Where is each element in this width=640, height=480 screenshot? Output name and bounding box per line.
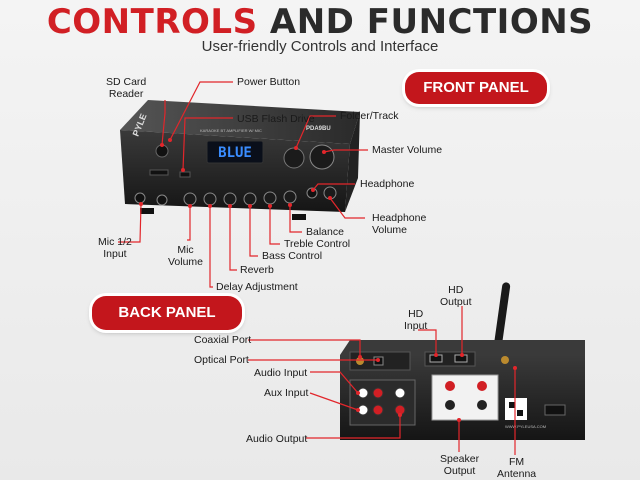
label-aux-input: Aux Input bbox=[264, 387, 309, 399]
front-leader-lines bbox=[118, 81, 368, 288]
reverb-knob[interactable] bbox=[223, 192, 237, 206]
back-panel-badge: BACK PANEL bbox=[92, 296, 242, 330]
coaxial-port[interactable] bbox=[356, 357, 364, 365]
usb-port[interactable] bbox=[179, 171, 191, 178]
qr-code-mark bbox=[517, 410, 523, 416]
label-headphone: Headphone bbox=[360, 178, 415, 190]
speaker-terminal-block bbox=[431, 374, 499, 421]
speaker-neg-l[interactable] bbox=[445, 400, 455, 410]
audio-io-block bbox=[349, 379, 416, 426]
label-headphone-volume: Headphone Volume bbox=[372, 212, 427, 236]
label-speaker-output: Speaker Output bbox=[440, 453, 480, 477]
label-balance: Balance bbox=[306, 226, 344, 238]
label-audio-input: Audio Input bbox=[254, 367, 308, 379]
label-folder-track: Folder/Track bbox=[340, 110, 399, 122]
title-and-functions: AND FUNCTIONS bbox=[269, 2, 594, 42]
speaker-pos-l[interactable] bbox=[445, 381, 455, 391]
delay-knob[interactable] bbox=[203, 192, 217, 206]
speaker-neg-r[interactable] bbox=[477, 400, 487, 410]
mic-volume-knob[interactable] bbox=[183, 192, 197, 206]
label-fm-antenna: FM Antenna bbox=[497, 456, 537, 480]
label-bass-control: Bass Control bbox=[262, 250, 323, 262]
rear-power-switch[interactable] bbox=[544, 404, 566, 416]
label-delay-adjustment: Delay Adjustment bbox=[216, 281, 298, 293]
qr-code-mark bbox=[509, 402, 515, 408]
fm-antenna-port[interactable] bbox=[501, 356, 509, 364]
front-caption: KARAOKE BT AMPLIFIER W/ MIC bbox=[200, 128, 262, 133]
sd-slot[interactable] bbox=[149, 169, 169, 176]
aux-input-red[interactable] bbox=[372, 404, 384, 416]
treble-knob[interactable] bbox=[263, 191, 277, 205]
speaker-pos-r[interactable] bbox=[477, 381, 487, 391]
master-volume-knob[interactable] bbox=[309, 144, 335, 170]
back-leader-lines bbox=[248, 306, 516, 455]
amp-foot-left bbox=[140, 208, 154, 214]
title-controls: CONTROLS bbox=[46, 2, 258, 42]
front-panel-badge: FRONT PANEL bbox=[405, 72, 547, 104]
label-power-button: Power Button bbox=[237, 76, 301, 88]
label-coaxial-port: Coaxial Port bbox=[194, 334, 252, 346]
amp-display bbox=[206, 140, 264, 164]
audio-output-white[interactable] bbox=[394, 387, 406, 399]
back-leader-dots bbox=[356, 353, 517, 422]
display-text: BLUE bbox=[218, 145, 252, 161]
amp-top bbox=[120, 100, 360, 144]
label-master-volume: Master Volume bbox=[372, 144, 443, 156]
folder-track-knob[interactable] bbox=[283, 147, 305, 169]
balance-knob[interactable] bbox=[283, 190, 297, 204]
mic2-jack[interactable] bbox=[156, 194, 168, 206]
amp-side bbox=[345, 112, 360, 212]
label-hd-output: HD Output bbox=[440, 284, 472, 308]
label-audio-output: Audio Output bbox=[246, 433, 308, 445]
bass-knob[interactable] bbox=[243, 192, 257, 206]
qr-code bbox=[505, 398, 527, 420]
label-mic-volume: Mic Volume bbox=[168, 244, 204, 268]
label-reverb: Reverb bbox=[240, 264, 274, 276]
front-amplifier: BLUE PYLE PDA9BU KARAOKE BT AMPLIFIER W/… bbox=[120, 100, 360, 220]
label-mic-input: Mic 1/2 Input bbox=[98, 236, 132, 260]
label-sd-card-reader: SD Card Reader bbox=[106, 76, 147, 100]
model-text: PDA9BU bbox=[306, 126, 331, 132]
page-subtitle: User-friendly Controls and Interface bbox=[201, 38, 439, 55]
label-usb-flash-drive: USB Flash Drive bbox=[237, 113, 315, 125]
page-title: CONTROLS AND FUNCTIONS bbox=[0, 2, 640, 42]
audio-input-red[interactable] bbox=[372, 387, 384, 399]
label-treble-control: Treble Control bbox=[284, 238, 351, 250]
back-caption: WWW.PYLEUSA.COM bbox=[505, 424, 546, 429]
label-optical-port: Optical Port bbox=[194, 354, 249, 366]
front-leader-dots bbox=[139, 138, 332, 208]
label-hd-input: HD Input bbox=[404, 308, 428, 332]
mic1-jack[interactable] bbox=[134, 192, 146, 204]
amp-foot-right bbox=[292, 214, 306, 220]
